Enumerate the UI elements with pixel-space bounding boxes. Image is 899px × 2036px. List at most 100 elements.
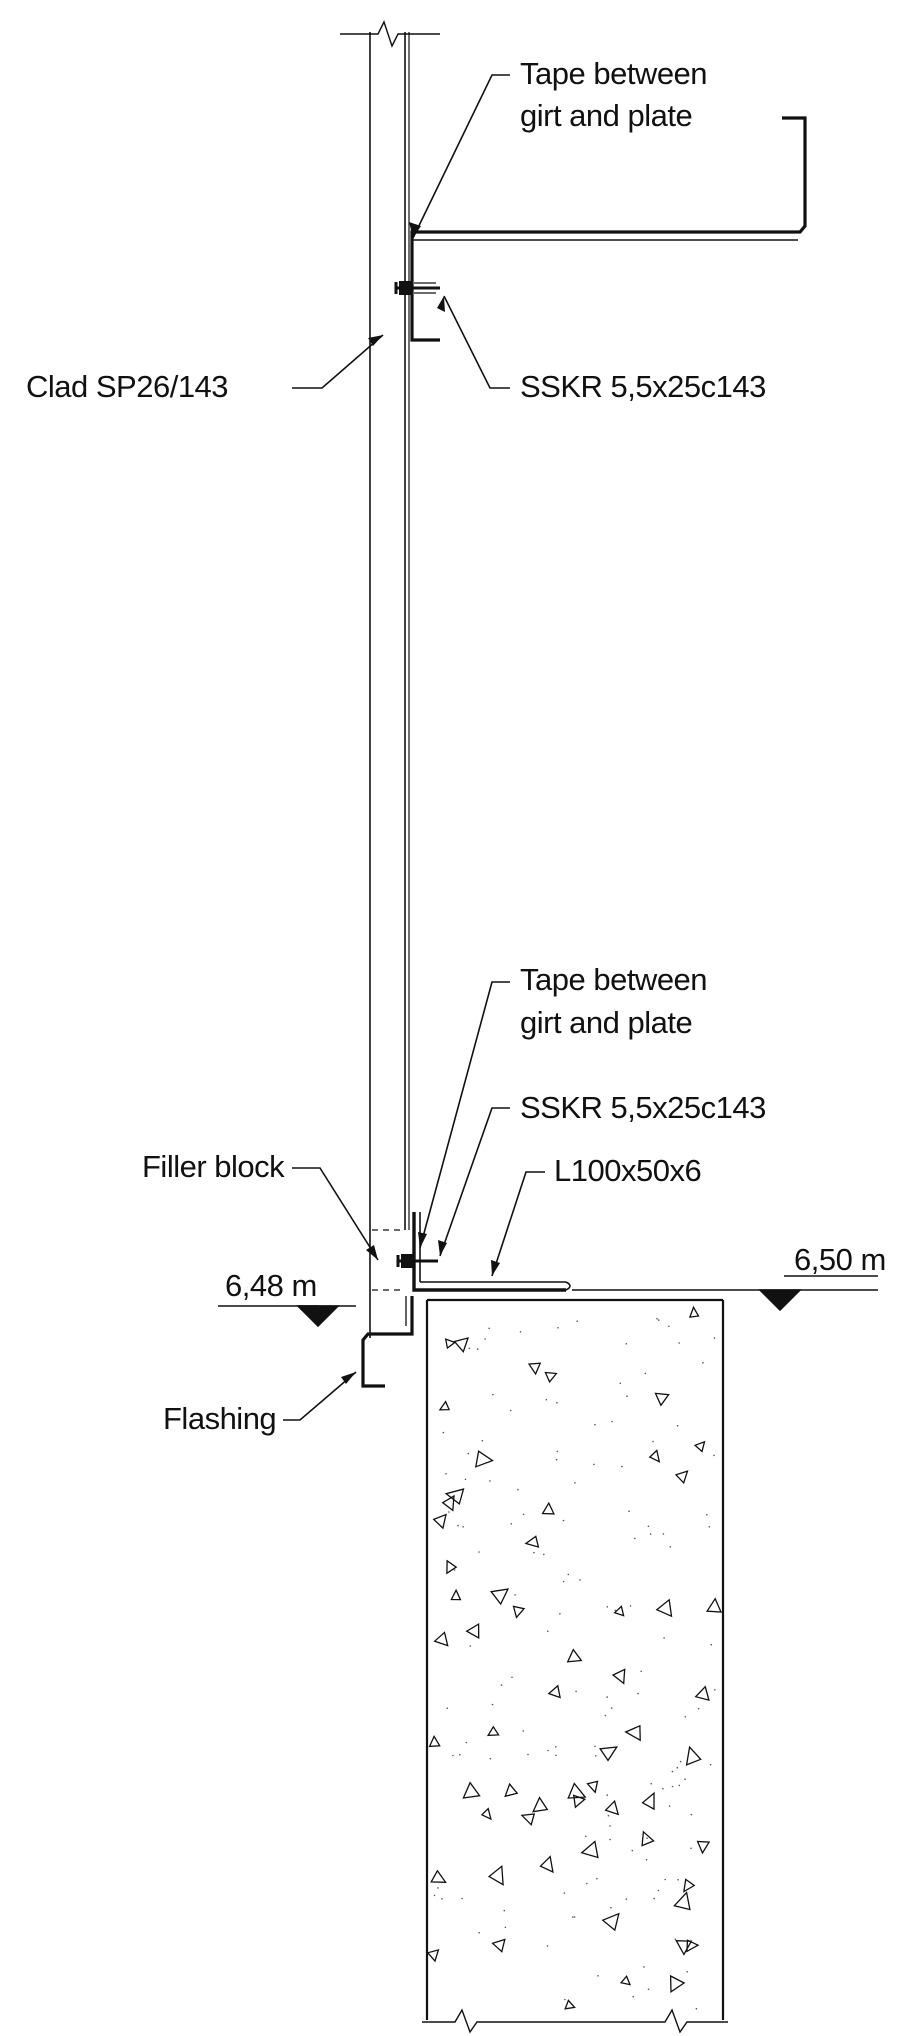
aggregate-stone (544, 1371, 558, 1384)
aggregate-dot (517, 1488, 519, 1491)
aggregate-dot (650, 1782, 652, 1785)
angle-label: L100x50x6 (554, 1153, 701, 1188)
screw-top-head (399, 281, 411, 295)
aggregate-dot (678, 1342, 680, 1344)
aggregate-stone (586, 1780, 599, 1794)
aggregate-stone (604, 1799, 620, 1816)
aggregate-stone (654, 1392, 670, 1407)
aggregate-dot (563, 1892, 566, 1894)
filler-block-label: Filler block (142, 1149, 285, 1184)
aggregate-dot (708, 1526, 711, 1528)
aggregate-stone (441, 1494, 455, 1512)
aggregate-dot (461, 1897, 463, 1900)
aggregate-dot (713, 1454, 715, 1457)
aggregate-dot (527, 1753, 529, 1756)
aggregate-dot (669, 1546, 672, 1548)
aggregate-dot (637, 1692, 639, 1695)
aggregate-dot (573, 1916, 576, 1918)
aggregate-dot (677, 1879, 679, 1881)
flashing-label: Flashing (163, 1401, 276, 1436)
aggregate-dot (606, 1696, 608, 1698)
aggregate-dot (511, 1676, 513, 1679)
aggregate-dot (433, 1894, 436, 1897)
aggregate-stone (527, 1362, 542, 1376)
aggregate-dot (484, 1338, 486, 1340)
aggregate-dot (586, 1882, 588, 1885)
aggregate-dot (671, 1770, 674, 1773)
aggregate-stone (432, 1513, 447, 1530)
level-triangle-right (758, 1289, 802, 1312)
aggregate-stone (572, 1794, 587, 1809)
aggregate-stone (674, 1470, 689, 1485)
filler-block (372, 1229, 404, 1291)
aggregate-dot (686, 1971, 688, 1973)
aggregate-dot (459, 1753, 461, 1756)
aggregate-stone (686, 1939, 700, 1953)
tape-bottom-label-line1: Tape between (520, 962, 707, 997)
aggregate-dot (626, 1395, 628, 1397)
flashing (361, 1296, 414, 1388)
aggregate-dot (690, 1847, 692, 1850)
aggregate-stone (433, 1631, 449, 1647)
aggregate-stone (675, 1940, 693, 1956)
screw-top (394, 281, 440, 295)
aggregate-dot (671, 1785, 674, 1788)
aggregate-stone (688, 1305, 700, 1318)
aggregate-dot (575, 1690, 577, 1693)
aggregate-stone (685, 1745, 702, 1766)
level-marker-right: 6,50 m (572, 1242, 886, 1312)
aggregate-dot (562, 1580, 565, 1583)
aggregate-dot (593, 1463, 595, 1466)
aggregate-dot (678, 1784, 681, 1787)
aggregate-stone (444, 1488, 465, 1506)
level-marker-left: 6,48 m (218, 1268, 356, 1328)
aggregate-stone (564, 1999, 576, 2010)
aggregate-dot (625, 1898, 628, 1900)
aggregate-dot (559, 1696, 562, 1698)
aggregate-dot (555, 1746, 557, 1748)
aggregate-stone (453, 1337, 470, 1353)
aggregate-stone (673, 1891, 691, 1911)
angle-l100x50x6 (412, 1212, 571, 1292)
aggregate-stone (520, 1813, 536, 1826)
aggregate-stone (547, 1684, 561, 1699)
aggregate-dot (597, 1975, 599, 1977)
aggregate-stone (669, 1974, 686, 1993)
aggregate-dot (607, 1814, 610, 1817)
aggregate-dot (594, 1423, 596, 1426)
aggregate-dot (453, 1569, 456, 1571)
aggregate-dot (462, 1526, 464, 1528)
aggregate-dot (489, 1757, 492, 1760)
aggregate-dot (437, 1887, 439, 1889)
aggregate-stone (465, 1622, 480, 1640)
aggregate-dot (445, 1473, 447, 1475)
aggregate-stone (641, 1830, 655, 1847)
aggregate-dot (467, 1452, 470, 1455)
top-girt (410, 116, 807, 342)
aggregate-dot (706, 1514, 708, 1516)
aggregate-dot (625, 1343, 628, 1345)
aggregate-stone (696, 1840, 711, 1855)
aggregate-stone (426, 1948, 440, 1963)
aggregate-dot (488, 1327, 490, 1330)
aggregate-stone (428, 1734, 441, 1748)
level-label-left: 6,48 m (225, 1268, 317, 1303)
aggregate-dot (579, 1579, 581, 1581)
aggregate-dot (679, 1760, 682, 1763)
aggregate-dot (649, 1533, 652, 1535)
aggregate-dot (492, 1393, 494, 1396)
aggregate-dot (556, 1401, 558, 1404)
aggregate-stone (683, 1878, 696, 1893)
aggregate-dot (629, 1605, 632, 1607)
aggregate-dot (634, 1537, 636, 1540)
aggregate-dot (522, 1730, 524, 1732)
aggregate-dot (519, 1331, 522, 1333)
aggregate-dot (446, 1707, 449, 1709)
aggregate-stone (624, 1724, 641, 1742)
aggregate-dot (469, 1645, 472, 1647)
aggregate-stone (641, 1791, 655, 1811)
aggregate-dot (609, 1825, 611, 1827)
aggregate-dot (653, 1897, 655, 1900)
aggregate-dot (652, 1440, 654, 1443)
aggregate-dot (559, 1613, 561, 1615)
